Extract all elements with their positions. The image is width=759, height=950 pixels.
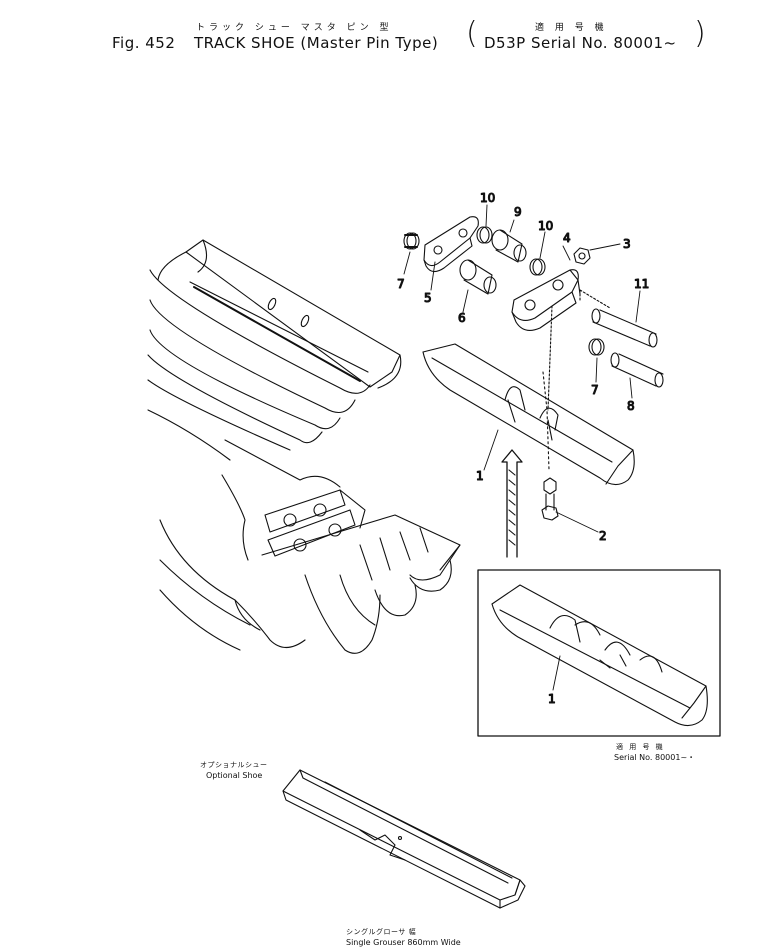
optional-caption-japanese: シングルグローサ 幅 bbox=[346, 928, 417, 936]
callout-5: 5 bbox=[424, 291, 432, 305]
callout-3: 3 bbox=[623, 237, 631, 251]
callout-7a: 7 bbox=[397, 277, 405, 291]
callout-10b: 10 bbox=[538, 219, 553, 233]
callout-8: 8 bbox=[627, 399, 635, 413]
title-japanese: トラック シュー マスタ ピン 型 bbox=[196, 23, 393, 33]
part-10-ring-right bbox=[529, 258, 546, 276]
part-2-bolt bbox=[541, 477, 559, 521]
inset-serial: Serial No. 80001~・ bbox=[614, 753, 696, 762]
inset-box bbox=[477, 569, 721, 737]
callout-6: 6 bbox=[458, 311, 466, 325]
callout-10a: 10 bbox=[480, 191, 495, 205]
figure-label: Fig. 452 bbox=[112, 34, 176, 52]
callout-1-inset: 1 bbox=[548, 692, 556, 706]
callout-9: 9 bbox=[514, 205, 522, 219]
optional-shoe-japanese: オプショナルシュー bbox=[200, 761, 268, 769]
callout-7b: 7 bbox=[591, 383, 599, 397]
optional-shoe bbox=[282, 769, 526, 909]
part-8-pin bbox=[610, 352, 664, 388]
assembly-arrow bbox=[501, 449, 523, 558]
applicable-serial: D53P Serial No. 80001~ bbox=[484, 34, 677, 52]
part-11-pin bbox=[591, 308, 658, 348]
part-7-bushing-left bbox=[403, 232, 420, 250]
part-4-link bbox=[511, 269, 581, 331]
assembled-track bbox=[147, 239, 461, 654]
optional-shoe-label: Optional Shoe bbox=[206, 771, 263, 780]
callouts bbox=[403, 204, 641, 691]
part-5-link bbox=[423, 216, 479, 273]
callout-2: 2 bbox=[599, 529, 607, 543]
part-7-bushing-right bbox=[588, 338, 605, 356]
part-6-pin bbox=[459, 259, 497, 295]
applicable-japanese: 適 用 号 機 bbox=[535, 23, 608, 33]
optional-caption: Single Grouser 860mm Wide bbox=[346, 938, 461, 947]
callout-11: 11 bbox=[634, 277, 649, 291]
part-9-pin bbox=[491, 229, 527, 263]
part-3-nut bbox=[573, 247, 591, 265]
callout-4: 4 bbox=[563, 231, 571, 245]
inset-serial-japanese: 適 用 号 機 bbox=[616, 743, 665, 751]
close-paren: ) bbox=[694, 16, 706, 51]
callout-1: 1 bbox=[476, 469, 484, 483]
open-paren: ( bbox=[466, 16, 478, 51]
figure-title: TRACK SHOE (Master Pin Type) bbox=[194, 34, 439, 52]
part-1-shoe bbox=[422, 343, 635, 486]
part-10-ring-left bbox=[476, 226, 493, 244]
